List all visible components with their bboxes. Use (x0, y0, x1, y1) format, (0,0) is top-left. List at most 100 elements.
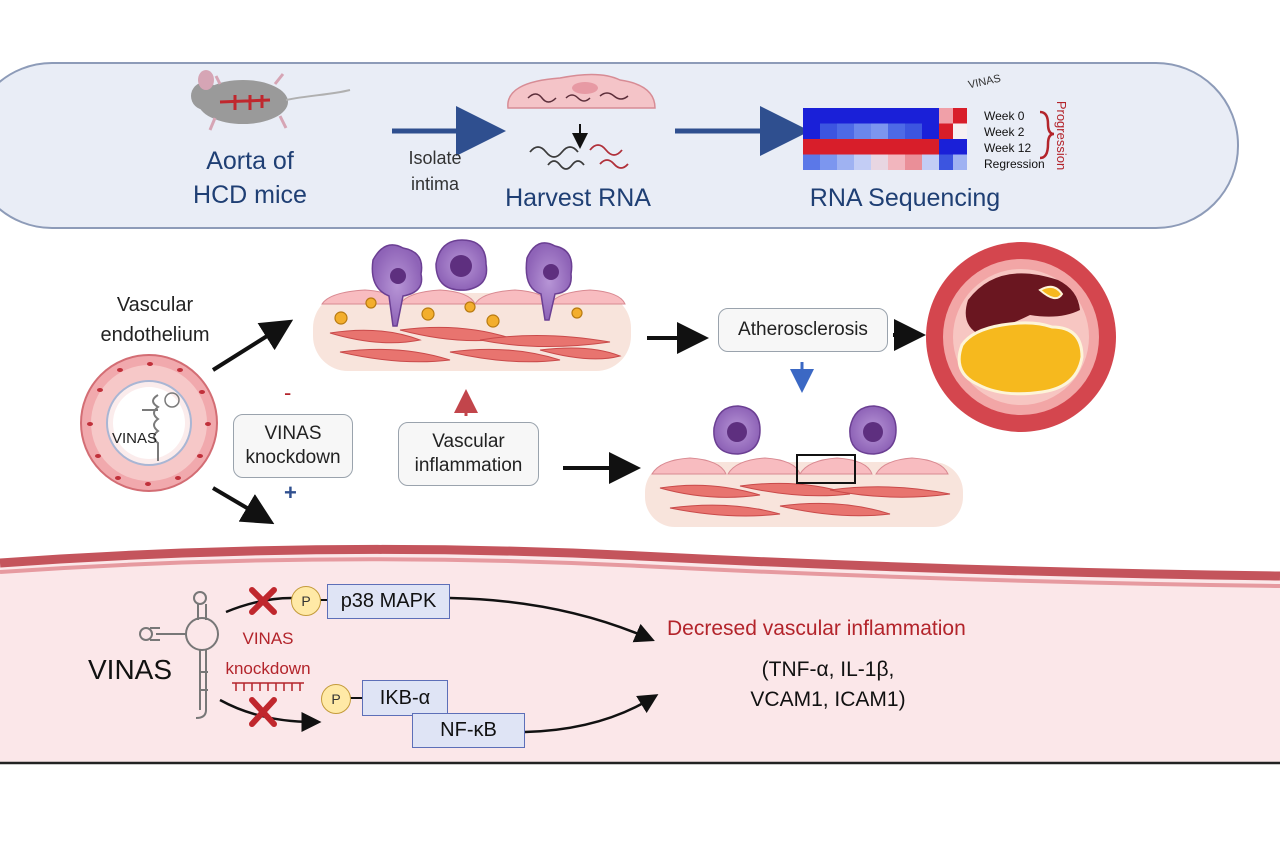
row-week2: Week 2 (984, 125, 1025, 139)
heatmap-cell (820, 154, 837, 170)
knockdown-sirna-icon (232, 682, 304, 691)
inflammation-box: Vascular inflammation (398, 422, 539, 486)
heatmap-cell (854, 139, 871, 155)
intima-cell-icon (507, 73, 656, 109)
heatmap-cell (905, 154, 922, 170)
phospho-circle: P (321, 684, 351, 714)
heatmap-cell (871, 123, 888, 139)
arrow-nfkb-to-result (524, 694, 659, 734)
heatmap-cell (888, 139, 905, 155)
aorta-line2: HCD mice (193, 181, 307, 209)
plus-sign: + (284, 480, 297, 505)
highlight-box (796, 454, 856, 484)
step-aorta-label: Aorta of HCD mice (180, 144, 320, 212)
heatmap-cell (837, 108, 854, 124)
heatmap-cell (837, 123, 854, 139)
phospho-circle: P (291, 586, 321, 616)
inflammation-line2: inflammation (414, 455, 523, 476)
heatmap-cell (953, 139, 967, 155)
heatmap-cell (905, 123, 922, 139)
isolate-line2: intima (410, 174, 459, 194)
heatmap-cell (837, 139, 854, 155)
heatmap-cell (837, 154, 854, 170)
heatmap-cell (953, 123, 967, 139)
endothelium-label: Vascular endothelium (80, 290, 230, 350)
block-x-icon (249, 587, 277, 615)
result-markers: (TNF-α, IL-1β, VCAM1, ICAM1) (718, 655, 938, 715)
heatmap-cell (854, 123, 871, 139)
rna-sequencing-label: RNA Sequencing (809, 184, 1001, 212)
arrow-to-normal (211, 486, 275, 525)
result-title: Decresed vascular inflammation (667, 617, 966, 640)
bottom-knockdown-label: VINAS knockdown (222, 624, 314, 684)
rna-strands-icon (529, 144, 629, 170)
row-week0: Week 0 (984, 109, 1025, 123)
heatmap-cell (871, 108, 888, 124)
aorta-line1: Aorta of (206, 147, 294, 175)
harvest-rna-label: Harvest RNA (505, 184, 651, 212)
heatmap-cell (803, 139, 820, 155)
heatmap-cell (939, 123, 953, 139)
isolate-line1: Isolate (408, 148, 462, 168)
heatmap-cell (803, 108, 820, 124)
heatmap-cell (854, 108, 871, 124)
vessel-wall-band (0, 544, 1280, 581)
nf-kb-box: NF-κB (412, 713, 525, 748)
vinas-rna-structure-icon (139, 591, 219, 719)
heatmap-cell (820, 139, 837, 155)
heatmap-cell (939, 154, 953, 170)
bottom-vinas-label: VINAS (88, 654, 173, 685)
heatmap-cell (854, 154, 871, 170)
heatmap-cell (871, 139, 888, 155)
mouse-icon (191, 70, 351, 131)
normal-vessel-tissue (645, 405, 963, 527)
heatmap-cell (871, 154, 888, 170)
progression-label: Progression (1054, 100, 1070, 171)
atherosclerotic-plaque-icon (926, 242, 1116, 432)
heatmap-cell (922, 139, 939, 155)
heatmap-cell (888, 123, 905, 139)
heatmap (803, 108, 967, 170)
heatmap-cell (922, 123, 939, 139)
minus-sign: - (284, 380, 292, 405)
heatmap-cell (803, 123, 820, 139)
heatmap-cell (803, 154, 820, 170)
markers-line2: VCAM1, ICAM1) (750, 688, 906, 711)
heatmap-cell (888, 108, 905, 124)
row-regression: Regression (984, 157, 1045, 171)
endothelium-line1: Vascular (116, 294, 194, 316)
heatmap-cell (905, 108, 922, 124)
vessel-vinas-label: VINAS (112, 430, 158, 447)
heatmap-cell (953, 154, 967, 170)
heatmap-cell (939, 139, 953, 155)
bottom-knockdown-line2: knockdown (225, 659, 311, 678)
heatmap-row-labels: Week 0 Week 2 Week 12 Regression (984, 108, 1045, 172)
knockdown-line2: knockdown (245, 447, 341, 468)
heatmap-cell (820, 108, 837, 124)
knockdown-box: VINAS knockdown (233, 414, 353, 478)
atherosclerosis-box: Atherosclerosis (718, 308, 888, 352)
knockdown-line1: VINAS (264, 423, 322, 444)
heatmap-cell (922, 154, 939, 170)
heatmap-cell (905, 139, 922, 155)
heatmap-cell (820, 123, 837, 139)
top-panel-background (0, 62, 1239, 229)
markers-line1: (TNF-α, IL-1β, (761, 658, 895, 681)
heatmap-cell (939, 108, 953, 124)
endothelium-line2: endothelium (100, 324, 210, 346)
inflammation-line1: Vascular (432, 431, 505, 452)
heatmap-cell (922, 108, 939, 124)
arrow-to-inflamed (211, 319, 294, 372)
bottom-knockdown-line1: VINAS (242, 629, 294, 648)
heatmap-cell (953, 108, 967, 124)
inflamed-vessel-tissue (313, 239, 631, 371)
block-x-icon (249, 697, 277, 727)
ikb-alpha-box: IKB-α (362, 680, 448, 716)
progression-brace (1039, 110, 1055, 160)
row-week12: Week 12 (984, 141, 1032, 155)
isolate-intima-label: Isolate intima (394, 145, 476, 197)
arrow-p38-to-result (449, 596, 655, 643)
p38-mapk-box: p38 MAPK (327, 584, 450, 619)
